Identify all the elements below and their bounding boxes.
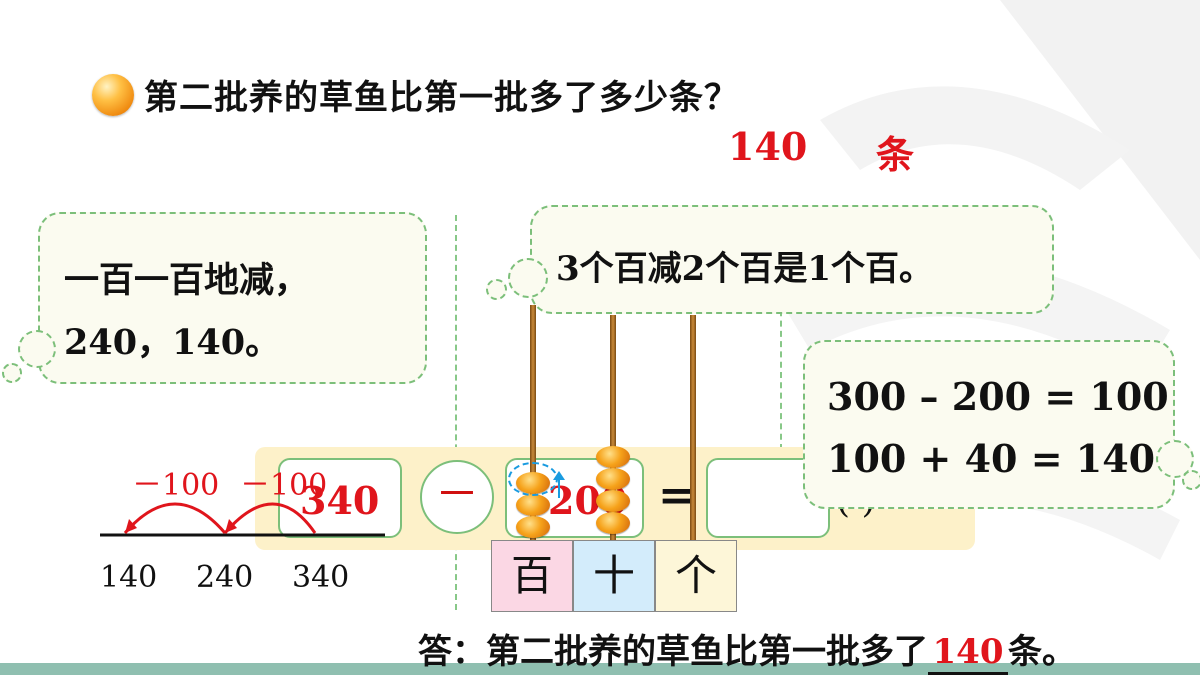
removed-bead-highlight <box>508 462 558 496</box>
number-line <box>100 502 385 537</box>
minuend-value: 340 <box>300 478 380 523</box>
tick-label: 140 <box>100 560 158 595</box>
final-answer-prefix: 答：第二批养的草鱼比第一批多了 <box>418 632 928 672</box>
abacus-bead <box>516 516 550 538</box>
orange-bullet-icon <box>92 73 134 116</box>
abacus-bead <box>596 468 630 490</box>
bubble-left-line1: 一百一百地减， <box>64 260 310 301</box>
abacus-rod-ones <box>690 315 696 542</box>
tick-label: 340 <box>292 560 350 595</box>
divider-line <box>455 215 457 610</box>
speech-bubble-top: 3个百减2个百是1个百。 <box>530 205 1054 314</box>
top-answer-number: 140 <box>728 124 808 169</box>
bubble-tail-circle <box>2 363 22 383</box>
question-row: 第二批养的草鱼比第一批多了多少条？ <box>92 70 739 119</box>
bubble-top-text: 3个百减2个百是1个百。 <box>556 249 933 289</box>
divider-line <box>780 300 782 450</box>
tick-label: 240 <box>196 560 254 595</box>
speech-bubble-left: 一百一百地减， 240，140。 <box>38 212 427 384</box>
final-answer-suffix: 条。 <box>1008 632 1076 672</box>
abacus-bead <box>596 490 630 512</box>
operator-minus: － <box>420 460 494 534</box>
equals-sign: = <box>658 470 695 521</box>
bubble-tail-circle <box>1182 470 1200 490</box>
place-label-ones: 个 <box>655 540 737 612</box>
minuend-box <box>278 458 402 538</box>
bottom-bar <box>0 663 1200 675</box>
place-label-tens: 十 <box>573 540 655 612</box>
question-text: 第二批养的草鱼比第一批多了多少条？ <box>144 78 739 118</box>
jump-label-1: －100 <box>132 468 220 503</box>
final-answer-value: 140 <box>928 632 1008 675</box>
bubble-tail-circle <box>18 330 56 368</box>
calc-line1: 300 – 200 = 100 <box>827 374 1169 419</box>
bubble-left-line2: 240，140。 <box>64 322 281 363</box>
calc-line2: 100 + 40 = 140 <box>827 436 1156 481</box>
arrow-up-icon <box>553 471 565 498</box>
bubble-tail-circle <box>508 258 548 298</box>
background-watermark <box>780 0 1200 560</box>
jump-label-2: －100 <box>240 468 328 503</box>
abacus-bead <box>596 512 630 534</box>
abacus-bead <box>596 446 630 468</box>
abacus-rod-hundreds <box>530 305 536 542</box>
abacus-bead <box>516 494 550 516</box>
abacus-rod-tens <box>610 315 616 542</box>
top-answer-unit: 条 <box>876 132 915 177</box>
place-label-hundreds: 百 <box>491 540 573 612</box>
speech-bubble-right: 300 – 200 = 100 100 + 40 = 140 <box>803 340 1175 509</box>
bubble-tail-circle <box>486 279 507 300</box>
